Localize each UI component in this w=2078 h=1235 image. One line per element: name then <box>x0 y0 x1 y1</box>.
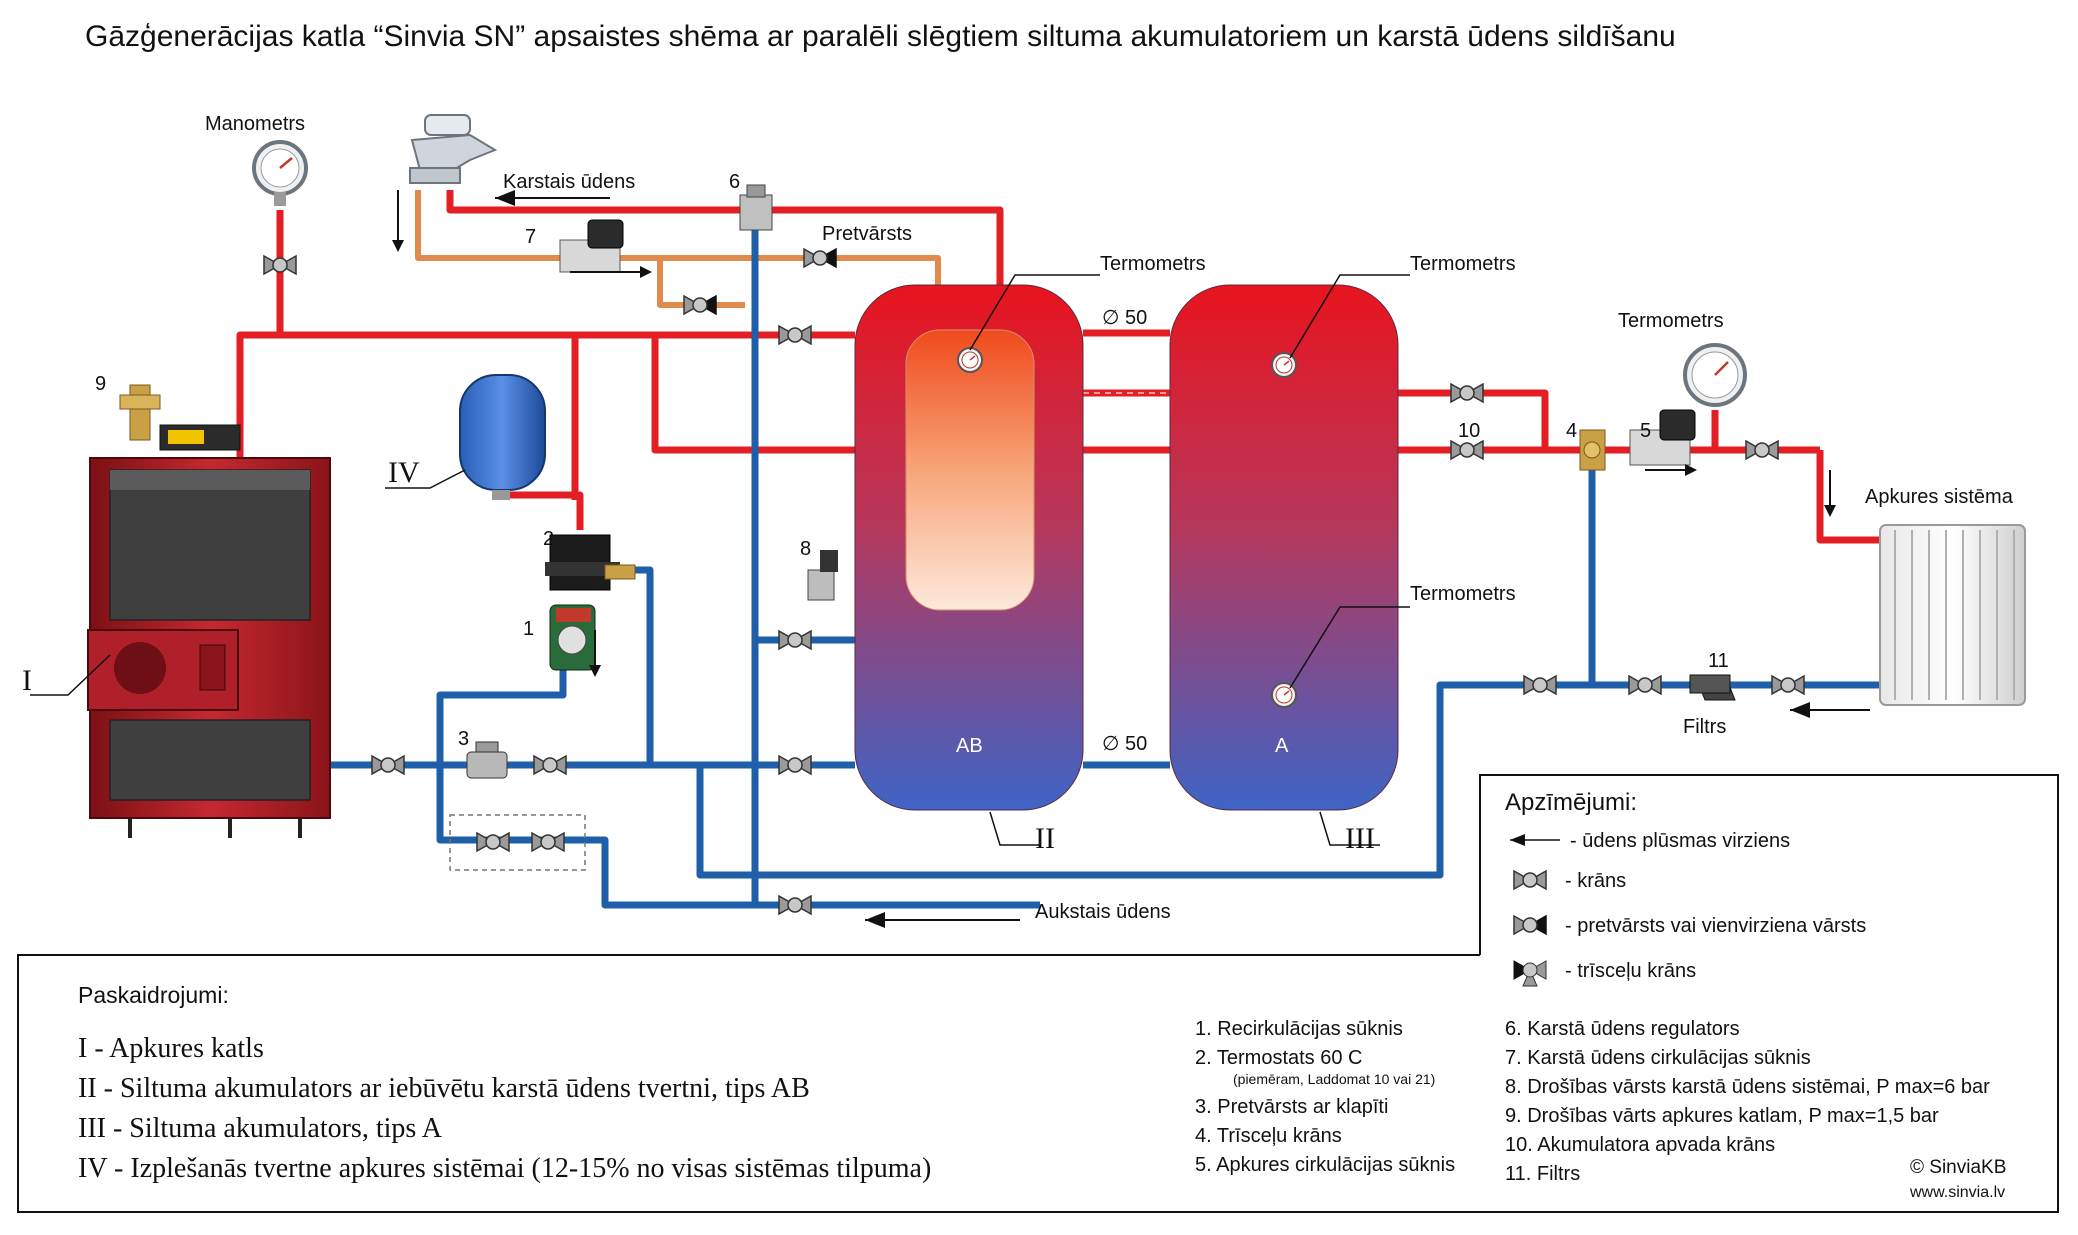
legend-item-three-way: - trīsceļu krāns <box>1565 960 1696 982</box>
dhw-branch-check-valve-icon <box>683 295 717 315</box>
number-5: 5 <box>1640 420 1651 442</box>
dhw-check-valve-icon <box>803 248 837 268</box>
tank-ab-thermometer-label: Termometrs <box>1100 253 1206 275</box>
explanations-title: Paskaidrojumi: <box>78 982 229 1008</box>
flow-arrows <box>392 190 1870 928</box>
component-5: 5. Apkures cirkulācijas sūknis <box>1195 1154 1455 1176</box>
component-11: 11. Filtrs <box>1505 1163 1580 1185</box>
tank-ab-bottom-valve-icon <box>778 755 812 775</box>
component-6: 6. Karstā ūdens regulators <box>1505 1018 1740 1040</box>
manometer-gauge <box>252 140 308 206</box>
cold-water-label: Aukstais ūdens <box>1035 901 1171 923</box>
bypass-left-valve-icon <box>476 832 510 852</box>
heating-supply-valve-icon <box>1745 440 1779 460</box>
copyright: © SinviaKB <box>1910 1157 2006 1178</box>
expansion-tank <box>459 374 546 500</box>
component-10: 10. Akumulatora apvada krāns <box>1505 1134 1775 1156</box>
dhw-pump <box>559 219 624 273</box>
legend-item-valve: - krāns <box>1565 870 1626 892</box>
website: www.sinvia.lv <box>1909 1184 2005 1201</box>
tank-a-label: A <box>1275 735 1289 757</box>
explanation-III: III - Siltuma akumulators, tips A <box>78 1113 443 1144</box>
legend-frame <box>17 774 2059 1213</box>
return-valve-icon <box>533 755 567 775</box>
heating-thermometer-gauge <box>1683 343 1747 407</box>
tank-a-top-valve-icon <box>1450 383 1484 403</box>
diameter-top-label: ∅ 50 <box>1102 307 1147 329</box>
manometer-valve-icon <box>263 255 297 275</box>
tank-a-bottom-thermometer-icon <box>1271 682 1297 708</box>
component-4: 4. Trīsceļu krāns <box>1195 1125 1342 1147</box>
roman-III-label: III <box>1345 822 1375 855</box>
bypass-box <box>449 814 586 871</box>
legend-symbols <box>1510 834 1560 987</box>
check-valve-label: Pretvārsts <box>822 223 912 245</box>
heating-system-label: Apkures sistēma <box>1865 486 2014 508</box>
bypass-right-valve-icon <box>531 832 565 852</box>
number-3: 3 <box>458 728 469 750</box>
diagram-title: Gāzģenerācijas katla “Sinvia SN” apsaist… <box>85 20 1676 53</box>
legend-check-valve-icon <box>1513 915 1547 935</box>
tank-ab-thermometer-icon <box>957 347 983 373</box>
legend-valve-icon <box>1513 870 1547 890</box>
legend-title: Apzīmējumi: <box>1505 789 1637 816</box>
number-1: 1 <box>523 618 534 640</box>
explanation-I: I - Apkures katls <box>78 1033 264 1064</box>
tank-a-top-thermometer-icon <box>1271 352 1297 378</box>
component-2-note: (piemēram, Laddomat 10 vai 21) <box>1233 1071 1435 1087</box>
component-9: 9. Drošības vārts apkures katlam, P max=… <box>1505 1105 1939 1127</box>
manometer-label: Manometrs <box>205 113 305 135</box>
laddomat-unit <box>545 534 636 671</box>
tank-a-thermometer-label: Termometrs <box>1410 253 1516 275</box>
boiler <box>87 384 331 838</box>
number-9: 9 <box>95 373 106 395</box>
roman-IV-label: IV <box>388 456 420 489</box>
number-11: 11 <box>1708 650 1729 672</box>
three-way-valve <box>1579 429 1606 471</box>
legend-three-way-icon <box>1513 960 1547 987</box>
explanation-IV: IV - Izplešanās tvertne apkures sistēmai… <box>78 1153 931 1184</box>
number-7: 7 <box>525 226 536 248</box>
radiator <box>1879 524 2026 706</box>
faucet <box>409 114 498 184</box>
filter-label: Filtrs <box>1683 716 1726 738</box>
cold-water-valve-icon <box>778 895 812 915</box>
number-6: 6 <box>729 171 740 193</box>
dhw-cold-valve-icon <box>778 630 812 650</box>
return-three-way-valve-icon <box>1523 675 1557 695</box>
radiator-return-valve-icon <box>1771 675 1805 695</box>
number-10: 10 <box>1458 420 1480 442</box>
tank-ab <box>854 284 1084 811</box>
dhw-safety-valve <box>807 550 838 601</box>
component-8: 8. Drošības vārsts karstā ūdens sistēmai… <box>1505 1076 1990 1098</box>
roman-I-label: I <box>22 664 32 697</box>
filter-unit <box>1689 674 1736 701</box>
component-1: 1. Recirkulācijas sūknis <box>1195 1018 1403 1040</box>
component-3: 3. Pretvārsts ar klapīti <box>1195 1096 1388 1118</box>
number-2: 2 <box>543 528 554 550</box>
heating-thermometer-label: Termometrs <box>1618 310 1724 332</box>
leader-lines <box>30 274 1410 846</box>
bypass-valve-icon <box>1450 440 1484 460</box>
explanation-II: II - Siltuma akumulators ar iebūvētu kar… <box>78 1073 810 1104</box>
hot-water-label: Karstais ūdens <box>503 171 635 193</box>
tank-a <box>1169 284 1399 811</box>
tank-a-bottom-thermometer-label: Termometrs <box>1410 583 1516 605</box>
heating-pump <box>1629 409 1696 466</box>
number-4: 4 <box>1566 420 1577 442</box>
legend-item-flow: - ūdens plūsmas virziens <box>1570 830 1790 852</box>
number-8: 8 <box>800 538 811 560</box>
component-7: 7. Karstā ūdens cirkulācijas sūknis <box>1505 1047 1811 1069</box>
dhw-regulator <box>739 184 773 231</box>
legend-item-check-valve: - pretvārsts vai vienvirziena vārsts <box>1565 915 1866 937</box>
tank-ab-label: AB <box>956 735 983 757</box>
diameter-bottom-label: ∅ 50 <box>1102 733 1147 755</box>
tank-ab-top-valve-icon <box>778 325 812 345</box>
roman-II-label: II <box>1035 822 1055 855</box>
flap-check-valve <box>466 741 508 779</box>
component-2: 2. Termostats 60 C <box>1195 1047 1362 1069</box>
filter-valve-left-icon <box>1628 675 1662 695</box>
boiler-return-valve-icon <box>371 755 405 775</box>
